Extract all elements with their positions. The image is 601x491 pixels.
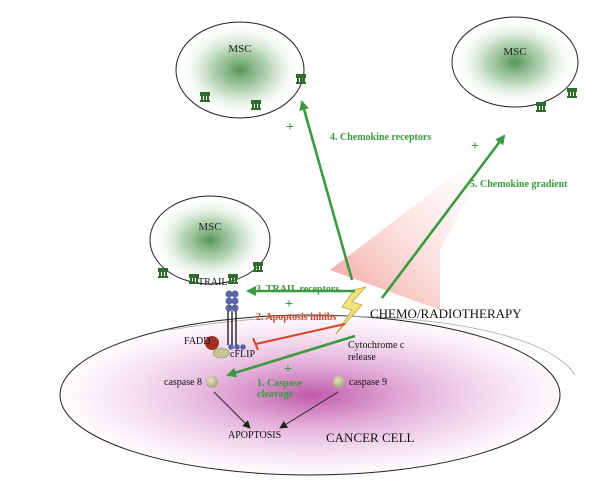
step1-label-line1: 1. Caspase [257,378,303,389]
cancer-cell-label: CANCER CELL [326,430,415,445]
caspase9-label: caspase 9 [349,377,387,388]
cytochrome-label-line2: release [348,352,376,363]
plus-sign-chemokine-gradient: + [471,139,479,154]
therapy-label: CHEMO/RADIOTHERAPY [370,306,522,321]
caspase8-protein [206,376,218,388]
plus-sign-chemokine-receptors: + [286,120,294,135]
receptor-icon [251,100,261,110]
step2-label: 2. Apoptosis inhibs [256,312,336,323]
caspase9-protein [333,376,345,388]
cancer-cell-outer-rim [169,315,576,376]
arrow-caspase9-apoptosis [279,391,339,429]
trail-receptor [225,290,246,350]
arrow-chemokine-gradient [380,134,506,299]
receptor-icon [253,262,263,272]
arrow-chemokine-receptors [299,100,354,281]
plus-sign-trail-receptors: + [285,297,293,312]
cancer-cell [59,314,561,476]
msc-cell-top-left: MSC [175,21,306,119]
lightning-bolt-icon [335,286,368,335]
chemokine-gradient-cone [330,140,500,310]
inhibition-apoptosis-inhibs [255,323,346,345]
receptor-icon [158,268,168,278]
caspase8-label: caspase 8 [164,377,202,388]
receptor-icon [536,102,546,112]
cflip-label: cFLIP [230,349,255,360]
apoptosis-label: APOPTOSIS [228,430,281,441]
msc-label-middle: MSC [198,221,221,233]
receptor-icon [228,274,238,284]
inhibition-bar [252,337,259,351]
msc-label-top-left: MSC [228,43,251,55]
msc-label-top-right: MSC [503,46,526,58]
receptor-icon [567,88,577,98]
cflip-protein [212,347,230,359]
arrow-caspase-cleavage [226,334,356,378]
receptor-icon [296,74,306,84]
cytochrome-label-line1: Cytochrome c [348,340,405,351]
step4-label: 4. Chemokine receptors [330,132,431,143]
plus-sign-caspase: + [284,362,292,377]
arrow-caspase8-apoptosis [213,391,251,429]
fadd-protein [205,336,219,350]
step3-label: 3. TRAIL receptors [256,284,339,295]
msc-cell-top-right: MSC [451,16,579,112]
fadd-label: FADD [184,336,210,347]
trail-label: TRAIL [198,277,227,288]
step5-label: 5. Chemokine gradient [470,179,568,190]
msc-cell-middle: MSC [149,195,271,285]
step1-label-line2: cleavage [257,389,294,400]
receptor-icon [200,92,210,102]
